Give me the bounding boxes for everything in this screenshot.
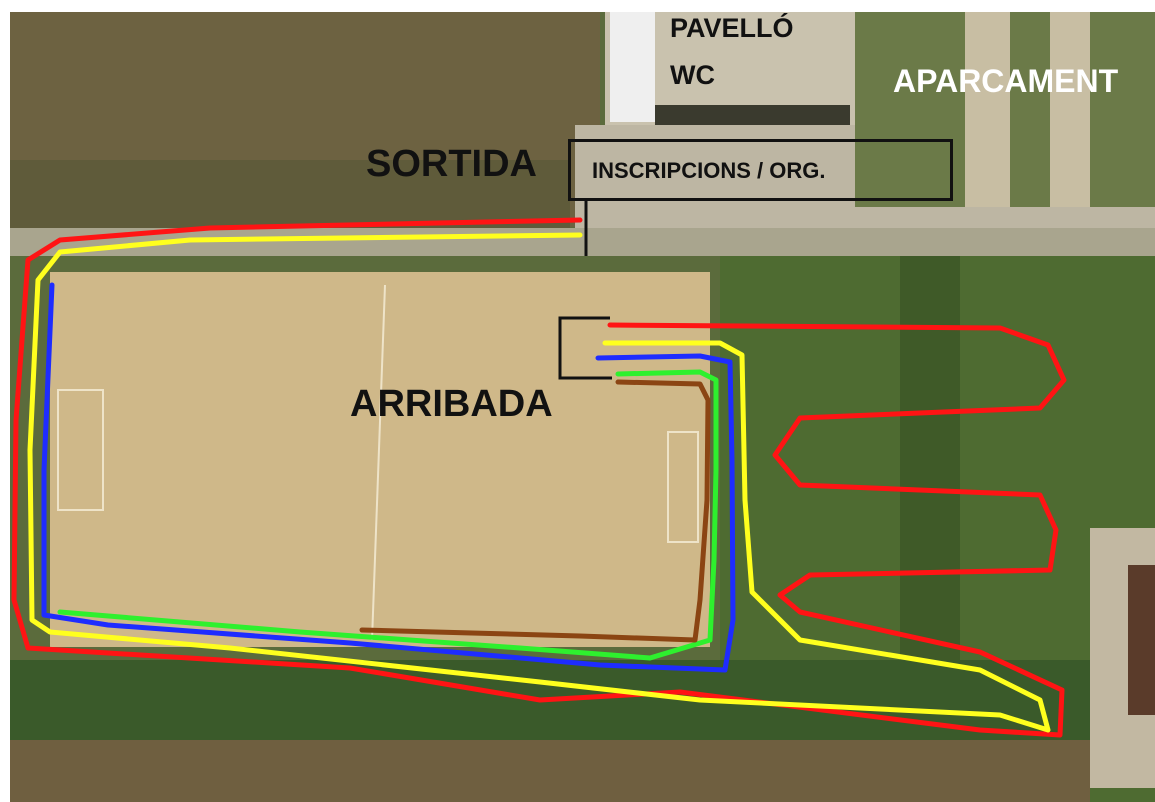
route-green [57,369,719,661]
pavello-label: PAVELLÓ [670,13,794,43]
inscripcions-label: INSCRIPCIONS / ORG. [592,158,826,183]
parking-lane [965,12,1010,207]
pavilion-roof-white [610,12,655,122]
inscripcions-box [568,139,953,201]
pavilion-shadow [655,105,850,127]
arribada-bracket [558,316,612,380]
route-red [11,217,1067,738]
parking-lane [1050,12,1090,207]
field-top-left-band [10,160,570,230]
pitch-goal-area-right [667,431,699,543]
pitch-center-line [371,284,386,641]
route-yellow [27,232,1051,733]
building-east-roof [1128,565,1155,715]
sortida-label: SORTIDA [366,143,537,185]
aparcament-label: APARCAMENT [893,63,1119,99]
route-brown [359,379,711,643]
wc-label: WC [670,60,715,90]
football-pitch [50,272,710,647]
pitch-goal-area-left [57,389,104,511]
route-blue [41,282,736,673]
field-south [10,740,1090,802]
arribada-label: ARRIBADA [350,383,553,425]
